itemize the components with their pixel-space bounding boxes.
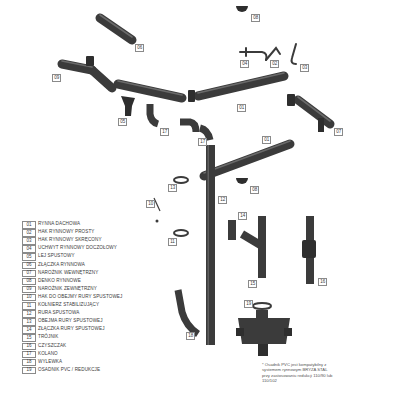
list-number: 16 <box>22 343 36 351</box>
part-name: ZŁĄCZKA RYNNOWA <box>38 263 85 268</box>
callout-number: 01 <box>262 136 271 144</box>
callout-number: 17 <box>160 128 169 136</box>
part-name: LEJ SPUSTOWY <box>38 254 75 259</box>
callout-number: 09 <box>52 74 61 82</box>
list-number: 19 <box>22 367 36 375</box>
callout-number: 17 <box>198 138 207 146</box>
callout-number: 11 <box>168 238 177 246</box>
part-name: DENKO RYNNOWE <box>38 279 81 284</box>
callout-number: 08 <box>250 186 259 194</box>
list-number: 18 <box>22 359 36 367</box>
callout-number: 06 <box>135 44 144 52</box>
list-number: 15 <box>22 334 36 342</box>
part-name: HAK DO OBEJMY RURY SPUSTOWEJ <box>38 295 122 300</box>
callout-number: 14 <box>238 212 247 220</box>
callout-number: 08 <box>251 14 260 22</box>
part-name: OBEJMA RURY SPUSTOWEJ <box>38 319 103 324</box>
list-number: 10 <box>22 294 36 302</box>
callout-number: 05 <box>118 118 127 126</box>
list-number: 04 <box>22 245 36 253</box>
list-number: 08 <box>22 278 36 286</box>
list-number: 13 <box>22 318 36 326</box>
list-number: 03 <box>22 237 36 245</box>
list-number: 06 <box>22 262 36 270</box>
list-number: 07 <box>22 270 36 278</box>
callout-number: 15 <box>248 280 257 288</box>
part-name: WYLEWKA <box>38 360 62 365</box>
part-name: KOLANO <box>38 352 58 357</box>
list-number: 11 <box>22 302 36 310</box>
callout-number: 13 <box>168 184 177 192</box>
list-number: 02 <box>22 229 36 237</box>
list-number: 05 <box>22 253 36 261</box>
list-number: 09 <box>22 286 36 294</box>
callout-number: 18 <box>186 332 195 340</box>
part-name: KOŁNIERZ STABILIZUJĄCY <box>38 303 99 308</box>
part-name: TRÓJNIK <box>38 335 58 340</box>
list-number: 12 <box>22 310 36 318</box>
callout-number: 10 <box>146 200 155 208</box>
callout-number: 12 <box>218 196 227 204</box>
part-name: ZŁĄCZKA RURY SPUSTOWEJ <box>38 327 105 332</box>
callout-number: 01 <box>237 104 246 112</box>
callout-number: 16 <box>318 278 327 286</box>
footnote: * Osadnik PVC jest kompatybilny z system… <box>262 362 334 383</box>
part-name: UCHWYT RYNNOWY DOCZOŁOWY <box>38 246 117 251</box>
part-name: NAROŻNIK WEWNĘTRZNY <box>38 271 98 276</box>
part-name: CZYSZCZAK <box>38 344 66 349</box>
part-name: NAROŻNIK ZEWNĘTRZNY <box>38 287 97 292</box>
list-number: 17 <box>22 351 36 359</box>
part-name: HAK RYNNOWY PROSTY <box>38 230 95 235</box>
list-number: 14 <box>22 326 36 334</box>
part-name: HAK RYNNOWY SKRĘCONY <box>38 238 102 243</box>
list-number: 01 <box>22 221 36 229</box>
part-name: RYNNA DACHOWA <box>38 222 80 227</box>
callout-number: 19 <box>244 300 253 308</box>
callout-number: 02 <box>270 60 279 68</box>
callout-number: 07 <box>334 128 343 136</box>
callout-number: 03 <box>300 64 309 72</box>
part-name: RURA SPUSTOWA <box>38 311 79 316</box>
part-name: OSADNIK PVC / REDUKCJE <box>38 368 100 373</box>
callout-number: 04 <box>240 60 249 68</box>
